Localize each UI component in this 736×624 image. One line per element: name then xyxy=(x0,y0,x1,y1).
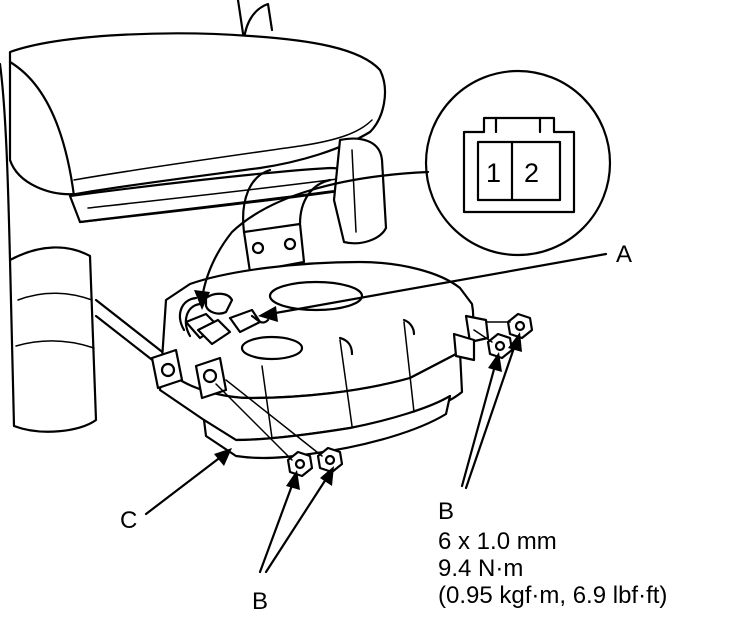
nut-front-left xyxy=(286,450,314,478)
callout-a: A xyxy=(616,241,633,268)
fastener-torque-nm: 9.4 N·m xyxy=(438,555,524,582)
callout-b-left: B xyxy=(252,588,269,615)
fastener-torque-alt: (0.95 kgf·m, 6.9 lbf·ft) xyxy=(438,582,668,609)
seat-module-box xyxy=(150,260,490,460)
fastener-size: 6 x 1.0 mm xyxy=(438,528,557,555)
connector-pin-2: 2 xyxy=(524,158,539,188)
connector-pin-1: 1 xyxy=(486,158,501,188)
nut-rear-right xyxy=(506,312,534,340)
nut-front-right xyxy=(316,446,344,474)
fastener-spec: 6 x 1.0 mm 9.4 N·m (0.95 kgf·m, 6.9 lbf·… xyxy=(438,530,667,608)
mounting-nuts xyxy=(215,312,534,478)
wiring-harness xyxy=(178,296,270,346)
connector-detail-callout: 1 2 xyxy=(194,69,612,310)
callout-b-right: B xyxy=(438,498,455,525)
nut-rear-left xyxy=(486,332,514,360)
callout-c: C xyxy=(120,507,138,534)
leader-lines xyxy=(144,252,608,574)
seat-assembly xyxy=(0,0,388,433)
